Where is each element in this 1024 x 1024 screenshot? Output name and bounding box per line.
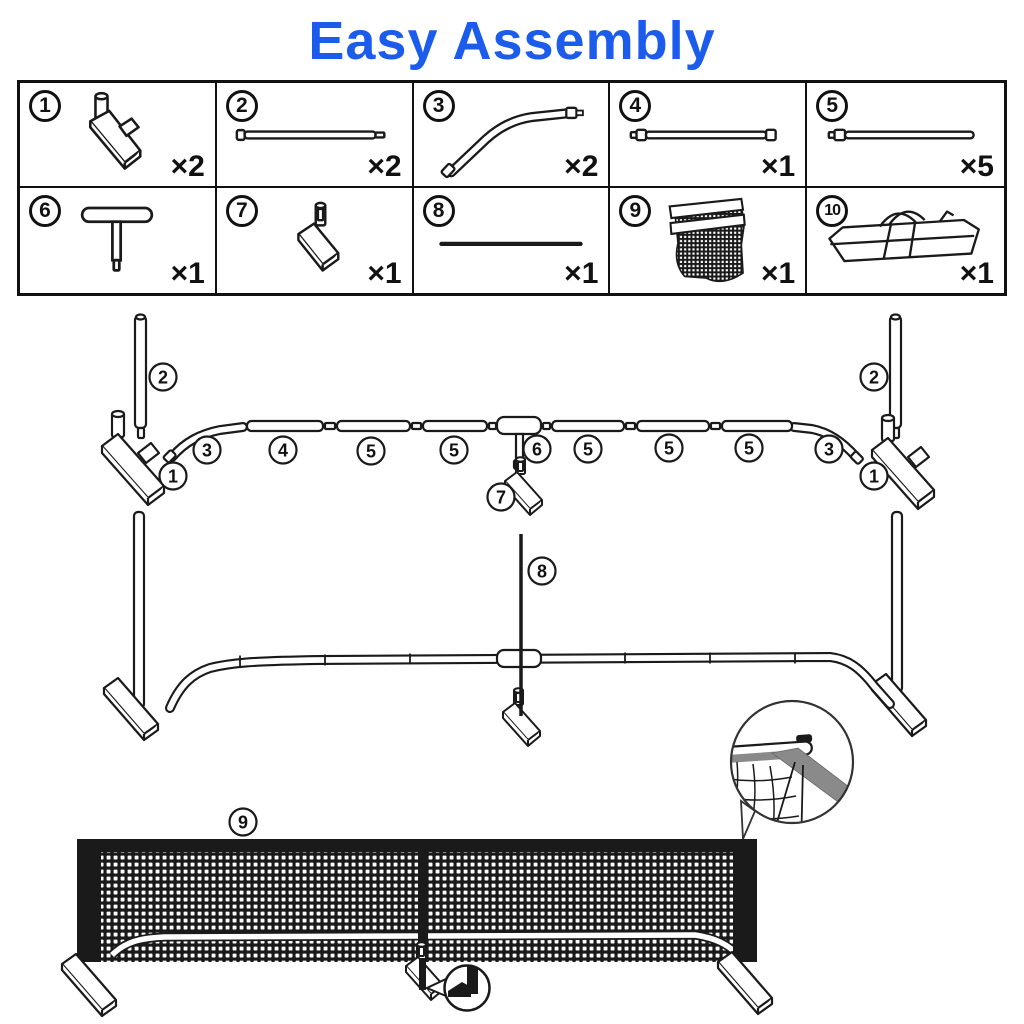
net-left-foot	[60, 952, 118, 1018]
svg-text:2: 2	[158, 368, 168, 388]
svg-text:1: 1	[168, 467, 178, 487]
svg-text:4: 4	[278, 441, 288, 461]
net-top-band	[77, 839, 757, 852]
crossbar-tube-icon	[629, 128, 777, 141]
part-cell-8: 8 ×1	[413, 188, 611, 293]
left-bent-tube	[162, 422, 248, 464]
part-number-badge: 3	[422, 90, 455, 122]
page-title: Easy Assembly	[308, 11, 716, 71]
net-labels: 9	[228, 807, 258, 837]
part-cell-3: 3 ×2	[413, 83, 611, 188]
part-quantity: ×2	[367, 150, 402, 183]
svg-text:9: 9	[238, 813, 248, 833]
net-left-band	[77, 839, 101, 962]
part-cell-1: 1 ×2	[20, 83, 217, 188]
svg-text:5: 5	[744, 439, 754, 459]
bent-tube-icon	[440, 106, 584, 178]
part-quantity: ×1	[760, 257, 796, 290]
part-number: 4	[629, 94, 642, 117]
part-cell-7: 7 ×1	[216, 188, 414, 293]
part-number-badge: 6	[29, 195, 61, 227]
carry-bag-icon	[827, 209, 980, 262]
part-quantity: ×1	[760, 150, 796, 183]
part-number-badge: 1	[29, 90, 61, 122]
crossbar-segments	[245, 419, 794, 433]
part-number: 5	[826, 94, 839, 117]
exploded-labels: 2 1 3 4 5 5 6 7 5 5 5 3 1 2	[148, 362, 889, 512]
svg-text:5: 5	[664, 439, 674, 459]
part-number-badge: 2	[225, 90, 258, 122]
svg-text:7: 7	[496, 488, 506, 508]
net-strap-detail-inset	[729, 699, 855, 840]
crossbar-tube-icon	[827, 128, 975, 141]
right-corner-base	[870, 413, 936, 511]
part-cell-6: 6 ×1	[20, 188, 217, 293]
part-cell-2: 2 ×2	[216, 83, 414, 188]
part-number-badge: 7	[225, 195, 258, 227]
svg-text:3: 3	[824, 440, 834, 460]
svg-text:5: 5	[583, 440, 593, 460]
net	[77, 839, 757, 962]
right-pole	[890, 510, 904, 694]
right-upright-pole	[888, 313, 903, 440]
left-pole	[132, 510, 146, 710]
left-corner-base	[100, 409, 166, 507]
part-quantity: ×1	[959, 257, 994, 290]
left-upright-pole	[133, 313, 148, 440]
assembled-frame-diagram: 8	[102, 510, 928, 840]
net-icon	[668, 197, 746, 282]
upright-pole-icon	[235, 128, 386, 141]
svg-text:3: 3	[202, 441, 212, 461]
part-number-badge: 5	[816, 90, 849, 122]
part-quantity: ×1	[564, 257, 599, 290]
assembled-crossbar	[165, 648, 895, 713]
part-number: 2	[235, 94, 248, 117]
bottom-bar-through-net	[108, 930, 733, 959]
part-quantity: ×2	[564, 150, 599, 183]
svg-text:5: 5	[449, 441, 459, 461]
part-number: 9	[629, 199, 642, 222]
corner-base-icon	[89, 91, 142, 170]
svg-text:5: 5	[366, 442, 376, 462]
parts-table: 1 ×2 2	[17, 80, 1007, 296]
part-number: 7	[235, 199, 248, 222]
part-cell-10: 10 ×1	[807, 188, 1004, 293]
detail-pointer	[740, 799, 757, 840]
part-quantity: ×1	[170, 257, 205, 290]
assembly-diagram: 2 1 3 4 5 5 6 7 5 5 5 3 1 2	[60, 313, 936, 1018]
net-center-strap	[418, 847, 428, 962]
part-cell-4: 4 ×1	[610, 83, 808, 188]
assembled-net-diagram: 9	[60, 807, 774, 1018]
exploded-frame-diagram: 2 1 3 4 5 5 6 7 5 5 5 3 1 2	[100, 313, 936, 516]
part-number: 8	[432, 199, 445, 222]
center-tee-icon	[81, 206, 154, 272]
center-strap-icon	[439, 241, 583, 246]
svg-text:2: 2	[869, 368, 879, 388]
part-number: 1	[39, 94, 51, 117]
part-number-badge: 10	[816, 195, 849, 227]
svg-text:1: 1	[869, 467, 879, 487]
svg-text:8: 8	[537, 562, 547, 582]
part-number-badge: 9	[619, 195, 652, 227]
part-number: 6	[39, 199, 51, 222]
part-quantity: ×2	[170, 150, 205, 183]
frame-labels: 8	[527, 556, 557, 586]
part-quantity: ×1	[367, 257, 402, 290]
part-number-badge: 4	[619, 90, 652, 122]
left-base	[102, 676, 160, 742]
part-quantity: ×5	[959, 150, 994, 183]
part-cell-5: 5 ×5	[807, 83, 1004, 188]
center-base-icon	[297, 201, 340, 272]
part-cell-9: 9 ×1	[610, 188, 808, 293]
net-right-band	[733, 839, 757, 962]
center-strap-end	[419, 958, 426, 990]
part-number: 10	[824, 202, 841, 219]
part-number-badge: 8	[422, 195, 455, 227]
svg-text:6: 6	[532, 440, 542, 460]
strap-base-callout	[424, 964, 491, 1012]
part-number: 3	[432, 94, 445, 117]
